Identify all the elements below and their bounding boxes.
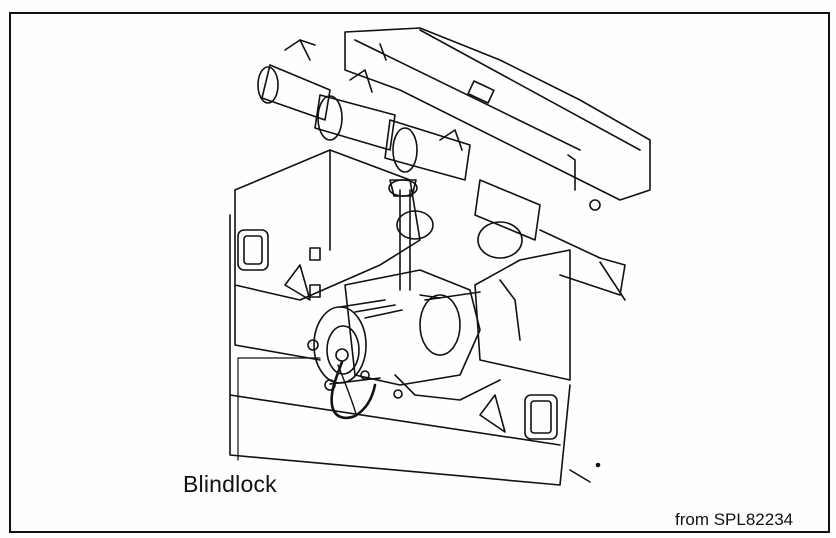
control-panel-plate (344, 27, 651, 211)
blindlock-callout-label: Blindlock (183, 471, 277, 497)
figure-frame (9, 12, 830, 533)
main-pump-unit (307, 269, 521, 401)
blindlock-chain (330, 360, 377, 420)
source-reference: from SPL82234 (675, 510, 794, 529)
pump-housing-body (229, 149, 601, 486)
callout-leader (237, 357, 321, 461)
